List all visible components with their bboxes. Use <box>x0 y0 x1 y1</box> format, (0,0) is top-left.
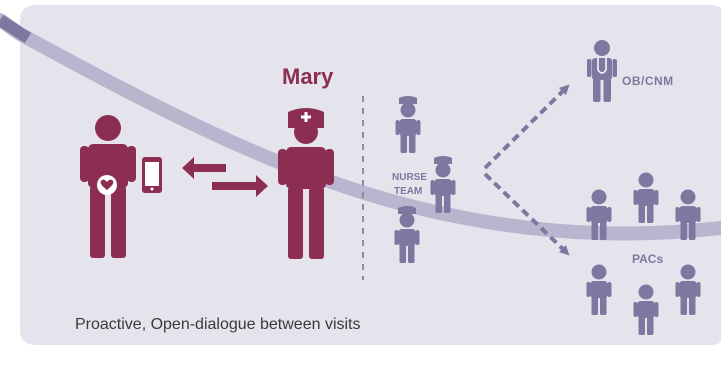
journey-curve-head <box>0 14 32 44</box>
caption-text: Proactive, Open-dialogue between visits <box>75 316 361 333</box>
ob-cnm-label: OB/CNM <box>622 74 674 88</box>
dashed-arrow-to-ob <box>483 84 570 170</box>
smartphone-icon <box>142 157 162 193</box>
exchange-arrows <box>182 157 268 197</box>
journey-curve-outer <box>0 13 721 241</box>
panel-corner <box>0 0 40 20</box>
pacs-label: PACs <box>632 252 664 266</box>
nurse-team-label-line2: TEAM <box>394 186 423 197</box>
heart-icon <box>97 175 117 195</box>
nurse-cap-cross-icon <box>301 112 311 122</box>
patient-name-label: Mary <box>282 64 334 89</box>
dashed-arrow-to-pacs <box>483 172 570 256</box>
arrow-right <box>212 175 268 197</box>
arrow-left <box>182 157 226 179</box>
nurse-team-label-line1: NURSE <box>392 172 428 183</box>
ob-cnm-figure <box>587 40 617 102</box>
nurse-figure <box>278 108 334 259</box>
background-panel <box>20 5 721 345</box>
patient-figure <box>80 115 136 258</box>
stethoscope-icon <box>597 58 607 74</box>
